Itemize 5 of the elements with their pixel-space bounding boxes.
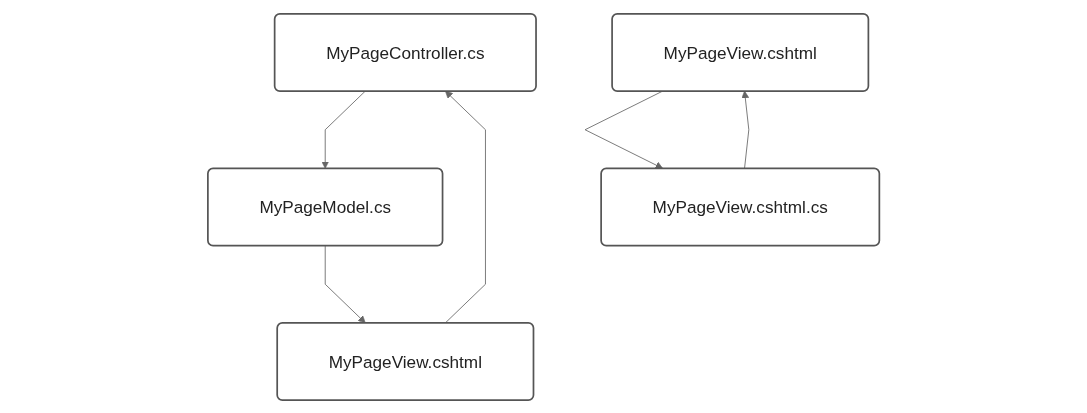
node-box: MyPageView.cshtml.cs — [600, 167, 881, 246]
node-box: MyPageModel.cs — [206, 167, 444, 246]
node-box: MyPageView.cshtml — [611, 12, 870, 92]
node-box: MyPageView.cshtml — [276, 321, 535, 401]
node-box: MyPageController.cs — [273, 12, 537, 92]
